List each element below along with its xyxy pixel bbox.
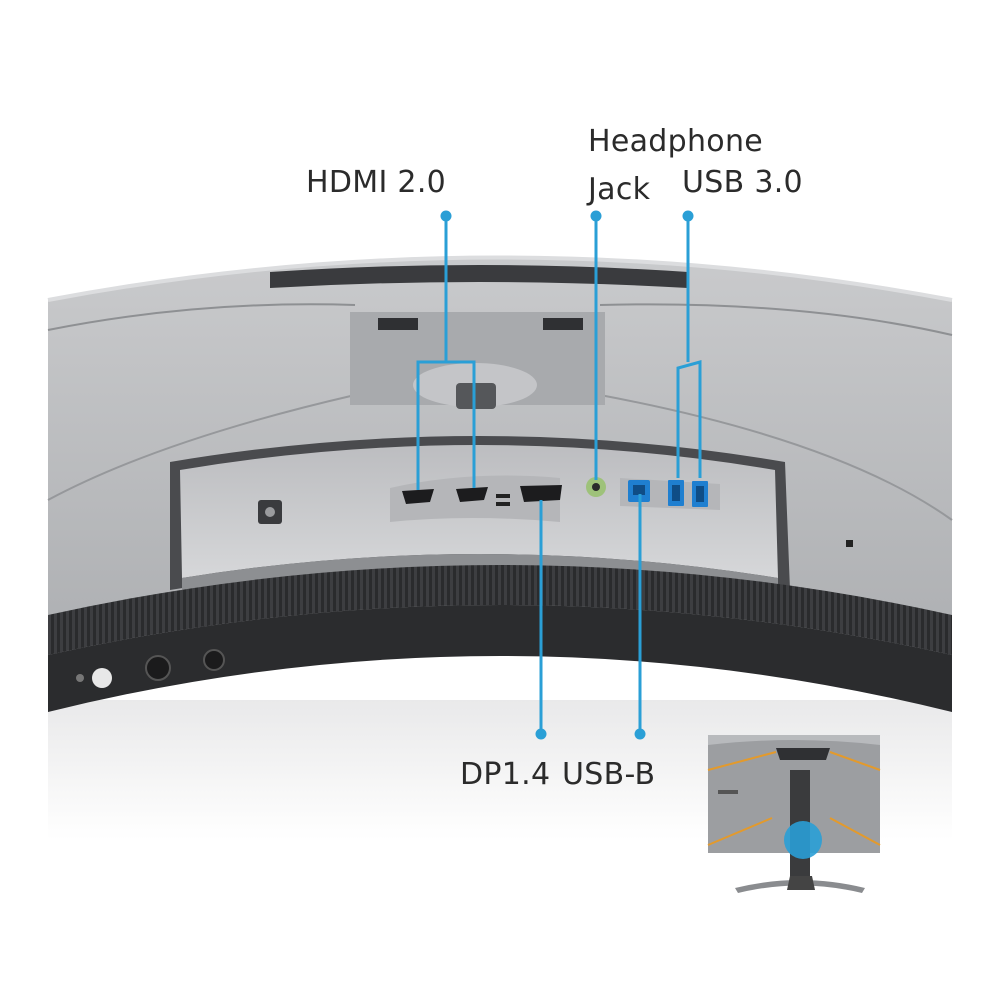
hdmi-label: HDMI 2.0 <box>306 165 447 200</box>
hdmi-port-icon <box>402 489 434 504</box>
hdmi-port-icon <box>456 487 488 502</box>
menu-button[interactable] <box>203 649 225 671</box>
headphone-jack-icon <box>586 477 606 497</box>
headphone-label-line1: Headphone <box>588 124 764 159</box>
usb-a-port-icon <box>692 481 708 507</box>
bottom-vent-grille <box>48 565 952 655</box>
stand-latch <box>456 383 496 409</box>
callout-lines <box>416 216 702 734</box>
monitor-rear-thumbnail <box>707 735 881 893</box>
dc-power-port-icon <box>258 500 282 524</box>
power-button[interactable] <box>92 668 112 688</box>
displayport-label: DP1.4 <box>460 757 551 792</box>
joystick-button[interactable] <box>145 655 171 681</box>
kensington-lock-icon <box>846 540 853 547</box>
usb-b-label: USB-B <box>562 757 656 792</box>
lower-bezel <box>48 605 952 712</box>
usb3-label: USB 3.0 <box>682 165 803 200</box>
shell-seam <box>599 303 953 336</box>
callout-dots <box>440 210 694 740</box>
shell-seam <box>47 303 356 331</box>
top-vent-slot <box>270 265 688 288</box>
usb-b-port-icon <box>628 480 650 502</box>
headphone-jack-label: Headphone Jack <box>588 118 763 214</box>
highlight-circle <box>784 821 822 859</box>
headphone-label-line2: Jack <box>588 172 651 207</box>
displayport-icon <box>520 485 562 502</box>
power-led-icon <box>76 674 84 682</box>
usb-a-port-icon <box>668 480 684 506</box>
